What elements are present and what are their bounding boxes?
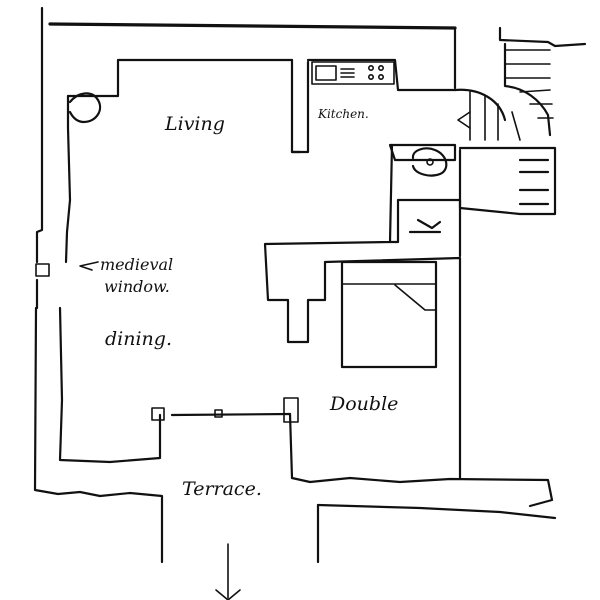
bed-frame — [340, 260, 438, 369]
basin-drain-icon — [426, 158, 434, 166]
label-dining: dining. — [105, 328, 172, 350]
hob-burner-icon-3 — [367, 74, 374, 81]
post-mid — [214, 409, 223, 418]
stair-tread — [511, 111, 521, 141]
stair-arrow-icon — [457, 111, 471, 129]
bathroom-partition — [388, 143, 457, 162]
bathroom-fixtures — [408, 147, 550, 234]
living-bay — [68, 92, 102, 124]
hob-burner-icon-1 — [367, 65, 374, 72]
staircase — [453, 42, 554, 141]
kitchen-left-wall — [290, 58, 310, 154]
post-left — [151, 407, 165, 421]
label-living: Living — [164, 113, 225, 135]
label-medieval-window-line2: window. — [104, 277, 170, 296]
top-wall — [48, 22, 457, 30]
living-top-inner-wall — [66, 58, 294, 98]
hob-burner-icon-4 — [377, 74, 384, 81]
wc-icon — [408, 218, 442, 234]
bath-room-walls — [458, 146, 557, 216]
entrance-arrow — [215, 543, 241, 600]
bottom-right-wall — [316, 503, 557, 520]
post-right — [283, 397, 299, 423]
stair-tread — [519, 89, 551, 93]
label-medieval-window-line1: medieval — [100, 255, 173, 274]
label-double: Double — [329, 393, 398, 415]
dining-inner-wall — [58, 306, 162, 464]
kitchen-top-wall — [306, 58, 457, 92]
hob-burner-icon-2 — [377, 65, 384, 72]
outer-walls — [33, 6, 587, 564]
top-right-wall — [498, 26, 587, 48]
washbasin-icon — [411, 147, 448, 177]
bed-cover-fold — [394, 284, 437, 311]
living-left-inner-wall — [64, 94, 72, 264]
terrace-door-line — [170, 412, 292, 417]
medieval-window-arrow — [79, 261, 99, 271]
label-terrace: Terrace. — [182, 478, 262, 500]
medieval-window — [35, 261, 99, 277]
oven-icon — [315, 65, 337, 81]
bedroom-walls — [263, 143, 462, 480]
posts — [151, 397, 299, 423]
left-bottom-wall — [33, 306, 164, 564]
stair-curve-outer — [503, 42, 552, 137]
shower-tray-lines — [518, 158, 550, 206]
left-outer-wall — [35, 6, 44, 264]
kitchen-fixtures — [311, 61, 395, 85]
terrace-right-inner-wall — [288, 412, 294, 480]
entrance-arrow-head-icon — [215, 589, 241, 600]
terrace-right-wall-upper — [290, 476, 554, 508]
medieval-window-frame — [35, 263, 50, 277]
kitchen-counter — [311, 61, 395, 85]
double-bed — [340, 260, 438, 369]
stair-curve-inner — [453, 88, 507, 122]
wc-walls — [388, 198, 462, 258]
label-kitchen: Kitchen. — [317, 107, 369, 121]
round-bay-sketch — [68, 92, 102, 124]
